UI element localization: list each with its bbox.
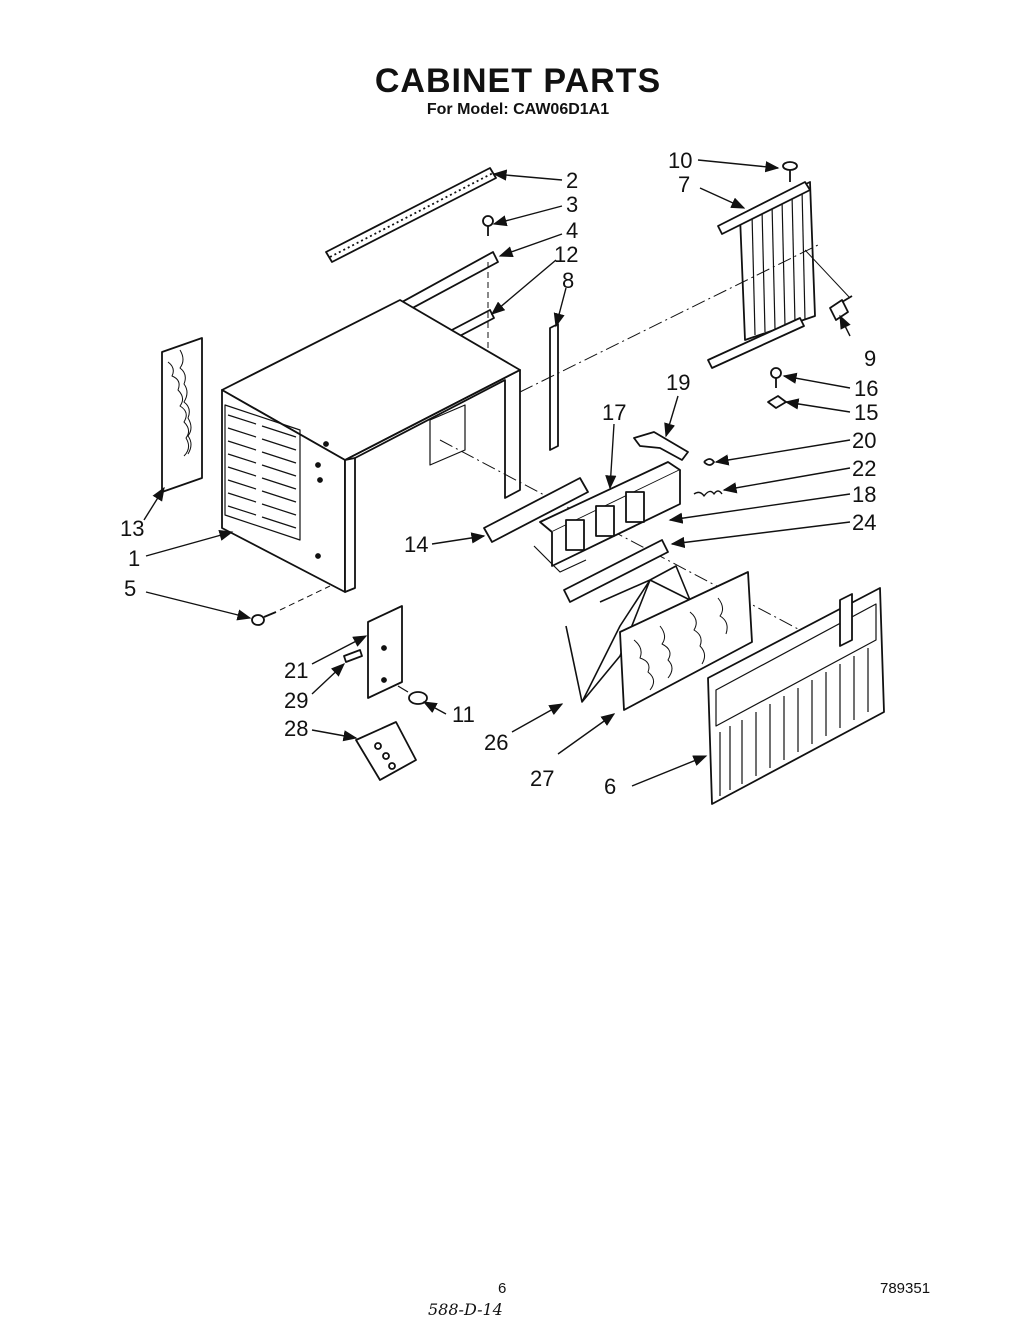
callout-22: 22 <box>852 456 876 481</box>
callout-6: 6 <box>604 774 616 799</box>
rear-grille-part <box>707 181 816 369</box>
callout-21: 21 <box>284 658 308 683</box>
page-title: CABINET PARTS <box>374 62 662 100</box>
clip-part <box>767 395 787 409</box>
callout-1: 1 <box>128 546 140 571</box>
callout-8: 8 <box>562 268 574 293</box>
handwritten-note: 588-D-14 <box>428 1300 503 1319</box>
mounting-plate-part <box>367 605 403 699</box>
screw-part <box>782 161 798 182</box>
callout-19: 19 <box>666 370 690 395</box>
callout-20: 20 <box>852 428 876 453</box>
support-bracket-part <box>355 721 417 781</box>
callout-12: 12 <box>554 242 578 267</box>
screw-part <box>770 367 782 388</box>
front-filter-part <box>619 571 753 711</box>
callout-5: 5 <box>124 576 136 601</box>
screw-part <box>251 611 277 626</box>
vertical-bar-part <box>549 323 559 451</box>
callout-2: 2 <box>566 168 578 193</box>
side-filter-part <box>161 337 203 493</box>
model-subtitle: For Model: CAW06D1A1 <box>426 101 610 118</box>
screw-part <box>482 215 494 236</box>
spring-clip-part <box>703 458 715 466</box>
document-number: 789351 <box>880 1280 931 1297</box>
bracket-part <box>633 431 689 461</box>
top-rail-part <box>325 167 497 263</box>
front-grille-part <box>707 587 885 805</box>
page-number: 6 <box>498 1280 507 1297</box>
callout-3: 3 <box>566 192 578 217</box>
wire-frame-part <box>565 565 691 703</box>
callout-26: 26 <box>484 730 508 755</box>
callout-4: 4 <box>566 218 578 243</box>
callout-14: 14 <box>404 532 428 557</box>
fastener-part <box>343 649 363 663</box>
callout-17: 17 <box>602 400 626 425</box>
callout-15: 15 <box>854 400 878 425</box>
wire-part <box>693 490 723 497</box>
callout-13: 13 <box>120 516 144 541</box>
callout-11: 11 <box>452 702 475 727</box>
callout-9: 9 <box>864 346 876 371</box>
callout-10: 10 <box>668 148 692 173</box>
foam-strip-part <box>483 477 589 543</box>
knob-part <box>829 295 853 321</box>
foam-strip-part <box>563 539 669 603</box>
callout-7: 7 <box>678 172 690 197</box>
callout-24: 24 <box>852 510 876 535</box>
knob-part <box>397 685 428 705</box>
callout-27: 27 <box>530 766 554 791</box>
callout-29: 29 <box>284 688 308 713</box>
callout-16: 16 <box>854 376 878 401</box>
control-assembly-part <box>533 461 681 573</box>
callout-28: 28 <box>284 716 308 741</box>
callout-18: 18 <box>852 482 876 507</box>
cabinet-body-part <box>221 299 521 593</box>
